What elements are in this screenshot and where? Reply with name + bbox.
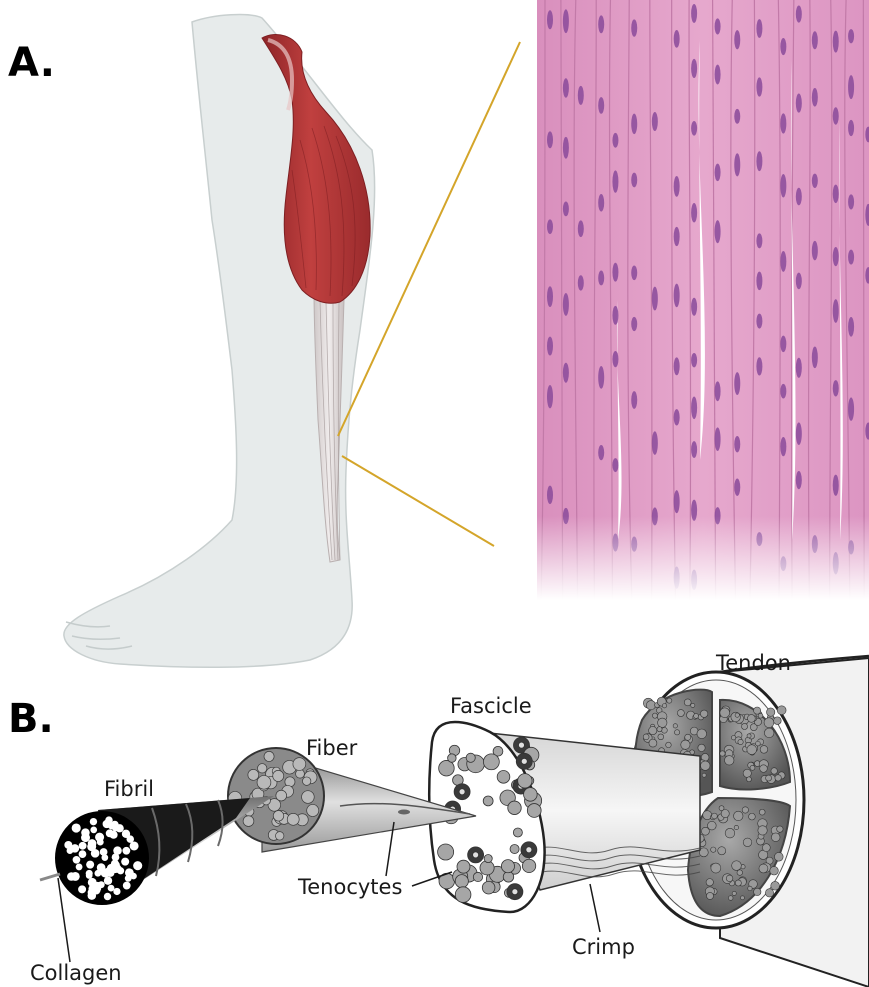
panel-b-letter: B.: [8, 696, 54, 742]
label-fiber: Fiber: [306, 736, 358, 760]
label-tendon: Tendon: [715, 651, 791, 675]
label-fibril: Fibril: [104, 777, 154, 801]
label-crimp: Crimp: [572, 935, 635, 959]
label-collagen: Collagen: [30, 961, 122, 985]
label-fascicle: Fascicle: [450, 694, 532, 718]
tendon-histology: [537, 0, 869, 600]
label-tenocytes: Tenocytes: [297, 875, 402, 899]
fibril-structure: [40, 796, 274, 904]
leg-illustration: [64, 15, 375, 668]
panel-a-letter: A.: [8, 40, 55, 86]
